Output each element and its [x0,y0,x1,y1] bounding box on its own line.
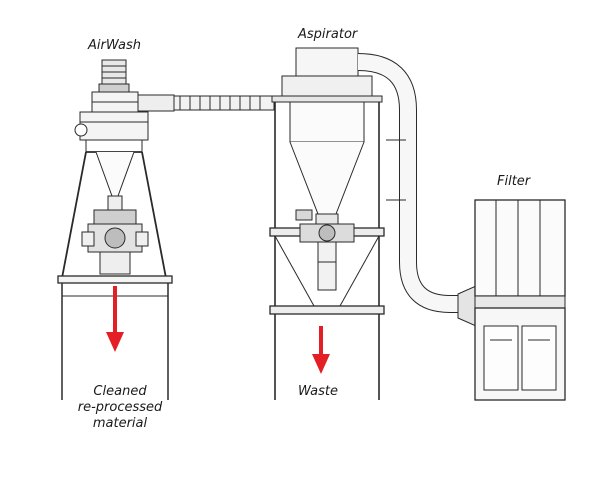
duct-airwash-aspirator [173,95,275,111]
airwash-unit [57,59,175,400]
filter-label: Filter [497,174,531,189]
filter-unit [474,199,566,401]
cleaned-line-2: re-processed [77,400,163,415]
aspirator-unit [269,47,385,400]
duct-aspirator-filter [357,53,477,327]
waste-label: Waste [298,384,338,399]
cleaned-line-3: material [92,416,148,431]
output-arrows [106,286,330,374]
cleaned-line-1: Cleaned [93,384,147,399]
waste-arrow [312,326,330,374]
cleaned-material-label: Cleaned re-processed material [55,384,185,432]
aspirator-label: Aspirator [298,27,358,42]
airwash-label: AirWash [88,38,141,53]
cleaned-material-arrow [106,286,124,352]
